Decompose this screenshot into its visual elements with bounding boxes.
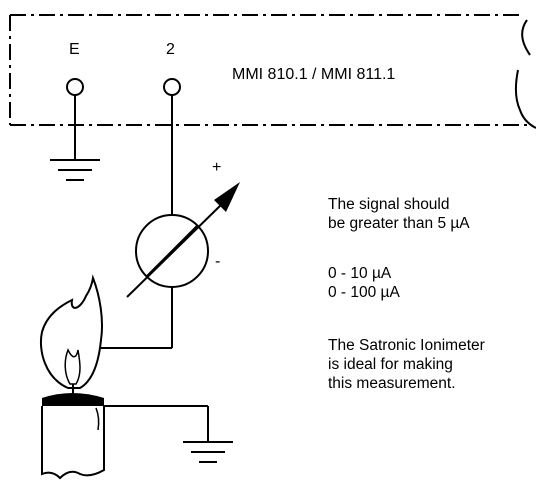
control-unit-outline bbox=[9, 14, 528, 126]
range-100: 0 - 100 µA bbox=[328, 284, 400, 301]
signal-note-line1: The signal should bbox=[328, 196, 450, 213]
terminal-e-connector bbox=[66, 78, 84, 96]
candle-wax-drip bbox=[95, 407, 100, 431]
ionimeter-note-line2: is ideal for making bbox=[328, 356, 453, 373]
meter-plus-label: + bbox=[212, 159, 222, 176]
meter-minus-label: - bbox=[215, 253, 221, 270]
ground-symbol-top bbox=[50, 159, 100, 181]
ionimeter-note-line3: this measurement. bbox=[328, 375, 456, 392]
ionimeter-note-line1: The Satronic Ionimeter bbox=[328, 337, 485, 354]
model-label: MMI 810.1 / MMI 811.1 bbox=[232, 66, 396, 83]
signal-note-line2: be greater than 5 µA bbox=[328, 215, 470, 232]
candle-top bbox=[42, 393, 104, 410]
meter-arrow-head bbox=[214, 182, 240, 212]
flame-outer bbox=[40, 274, 103, 389]
meter-arrow-shaft bbox=[126, 201, 225, 298]
candle-body bbox=[41, 406, 105, 480]
terminal-2-label: 2 bbox=[166, 41, 175, 58]
terminal-2-connector bbox=[163, 78, 181, 96]
terminal-e-label: E bbox=[69, 41, 80, 58]
flame-inner bbox=[64, 348, 81, 385]
ground-symbol-bottom bbox=[183, 441, 233, 463]
range-10: 0 - 10 µA bbox=[328, 265, 392, 282]
unit-break-mark bbox=[514, 19, 536, 129]
meter-diagonal bbox=[146, 225, 198, 277]
